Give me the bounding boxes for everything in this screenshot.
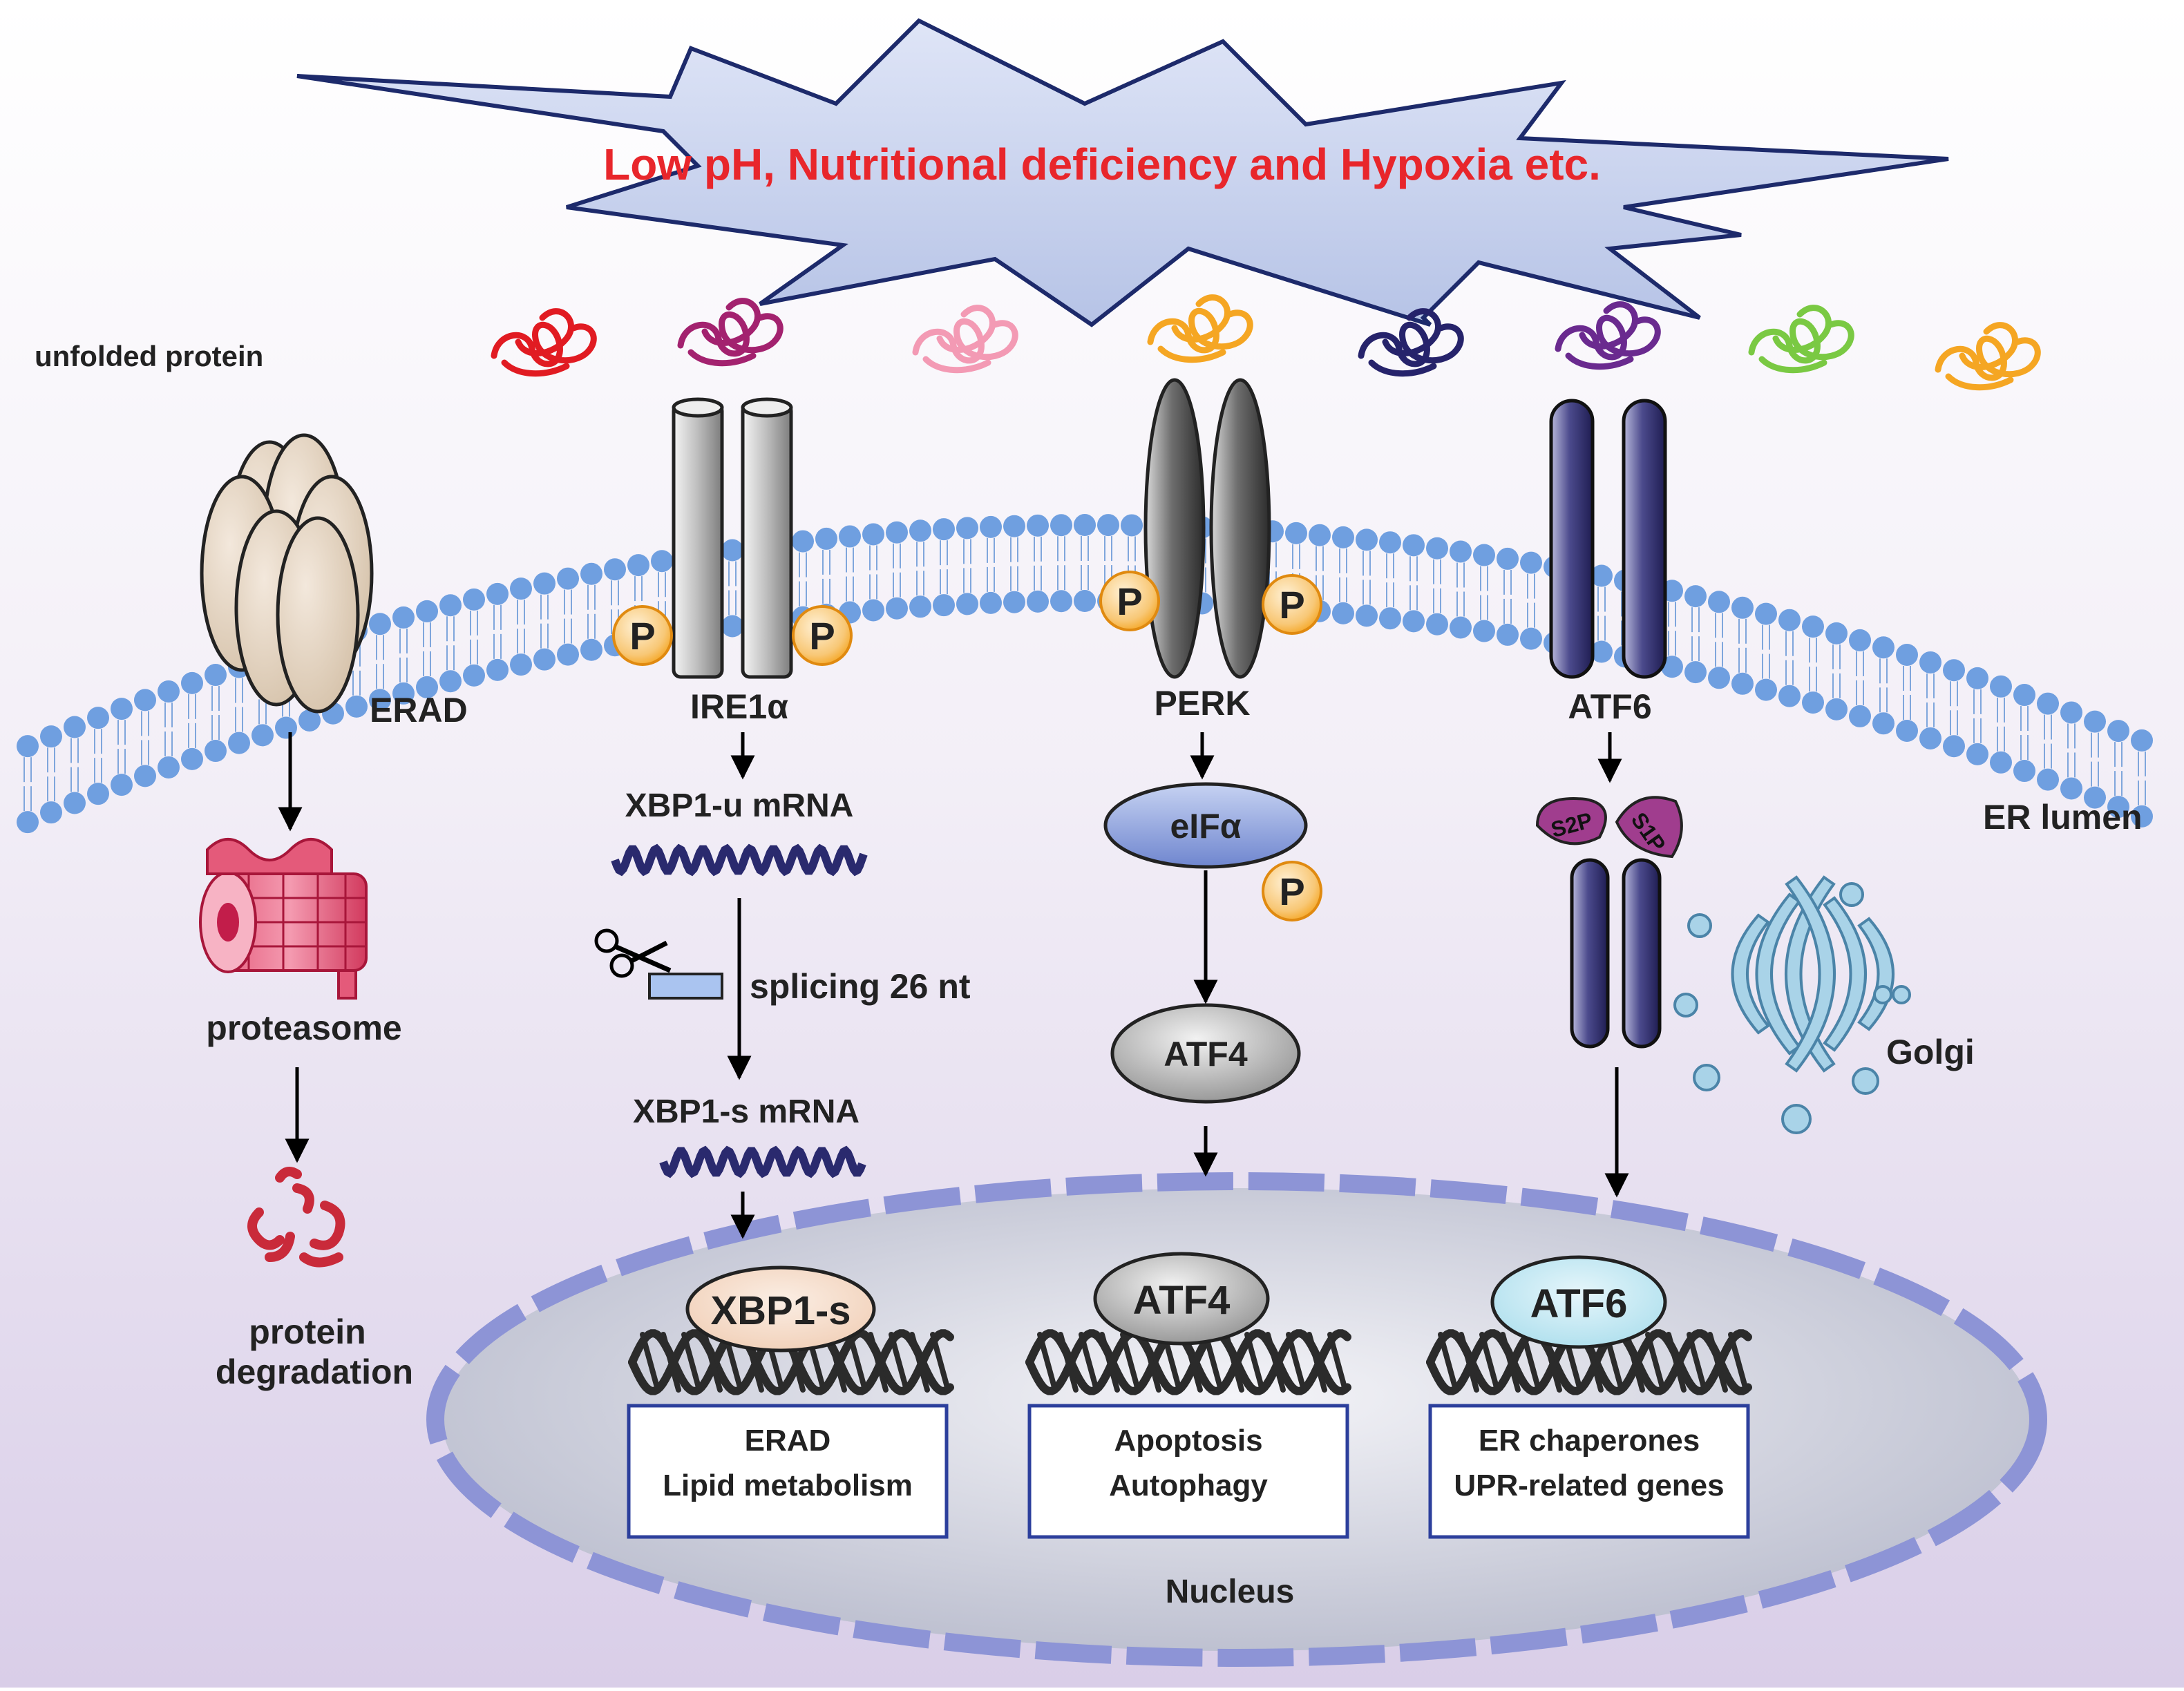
unfolded-protein-3 bbox=[912, 305, 1018, 374]
svg-text:ATF6: ATF6 bbox=[1530, 1281, 1628, 1326]
ire1-phospho-right: P bbox=[792, 605, 853, 666]
xbp1u-label: XBP1-u mRNA bbox=[625, 787, 854, 824]
svg-text:Autophagy: Autophagy bbox=[1109, 1469, 1268, 1502]
stress-starburst: Low pH, Nutritional deficiency and Hypox… bbox=[296, 18, 1949, 327]
svg-text:P: P bbox=[1279, 870, 1304, 913]
eif-phospho: P bbox=[1262, 861, 1322, 921]
ire1-receptor: P P IRE1α bbox=[612, 397, 853, 726]
unfolded-protein-2 bbox=[677, 298, 784, 367]
unfolded-protein-6 bbox=[1555, 301, 1661, 370]
golgi-atf6-processing: S2P S1P bbox=[1535, 796, 1683, 1049]
svg-text:P: P bbox=[1279, 583, 1304, 627]
svg-text:ATF4: ATF4 bbox=[1133, 1278, 1231, 1323]
unfolded-protein-8 bbox=[1935, 322, 2041, 391]
erad-complex: ERAD bbox=[200, 433, 468, 729]
degraded-peptides bbox=[247, 1167, 345, 1268]
perk-label: PERK bbox=[1155, 684, 1251, 723]
ire1-phospho-left: P bbox=[612, 605, 673, 666]
atf6-receptor: ATF6 bbox=[1549, 399, 1667, 726]
degradation-label-line1: protein bbox=[249, 1312, 365, 1351]
dna-strands bbox=[628, 1329, 1752, 1395]
atf6-label: ATF6 bbox=[1568, 687, 1651, 726]
spliced-fragment bbox=[648, 973, 723, 1000]
svg-text:ERAD: ERAD bbox=[745, 1424, 831, 1458]
perk-phospho-left: P bbox=[1099, 571, 1160, 631]
svg-text:XBP1-s: XBP1-s bbox=[710, 1288, 851, 1333]
ire1-label: IRE1α bbox=[690, 687, 788, 726]
golgi-apparatus bbox=[1673, 875, 1911, 1134]
golgi-label: Golgi bbox=[1886, 1033, 1975, 1071]
svg-text:P: P bbox=[1117, 580, 1142, 623]
atf4-cytoplasm: ATF4 bbox=[1110, 1003, 1301, 1104]
stress-text: Low pH, Nutritional deficiency and Hypox… bbox=[603, 140, 1601, 189]
scissors-icon bbox=[594, 928, 672, 978]
unfolded-proteins bbox=[491, 294, 2041, 391]
target-box-atf6: ER chaperones UPR-related genes bbox=[1428, 1404, 1750, 1539]
unfolded-protein-5 bbox=[1358, 308, 1464, 377]
svg-text:Apoptosis: Apoptosis bbox=[1114, 1424, 1262, 1458]
svg-text:UPR-related genes: UPR-related genes bbox=[1454, 1469, 1724, 1502]
nuclear-atf4: ATF4 bbox=[1093, 1252, 1270, 1346]
svg-text:eIFα: eIFα bbox=[1170, 807, 1242, 846]
target-box-xbp1s: ERAD Lipid metabolism bbox=[627, 1404, 949, 1539]
svg-text:P: P bbox=[629, 614, 655, 658]
xbp1s-mrna-wave bbox=[659, 1145, 866, 1178]
unfolded-protein-1 bbox=[491, 308, 597, 377]
dna-helix bbox=[1025, 1329, 1351, 1395]
unfolded-protein-7 bbox=[1748, 305, 1854, 374]
splicing-label: splicing 26 nt bbox=[750, 967, 971, 1006]
xbp1u-mrna-wave bbox=[611, 843, 868, 877]
nucleus-label: Nucleus bbox=[1166, 1574, 1295, 1610]
svg-text:ATF4: ATF4 bbox=[1164, 1035, 1247, 1073]
svg-text:P: P bbox=[809, 614, 835, 658]
target-box-atf4: Apoptosis Autophagy bbox=[1027, 1404, 1349, 1539]
nuclear-xbp1s: XBP1-s bbox=[685, 1265, 876, 1353]
svg-text:Lipid metabolism: Lipid metabolism bbox=[663, 1469, 913, 1502]
perk-receptor: P P PERK bbox=[1099, 378, 1322, 723]
xbp1s-mrna-label: XBP1-s mRNA bbox=[633, 1093, 860, 1130]
eif-alpha: eIFα bbox=[1103, 782, 1308, 869]
erad-label: ERAD bbox=[370, 691, 468, 729]
svg-text:ER chaperones: ER chaperones bbox=[1479, 1424, 1700, 1458]
nuclear-atf6: ATF6 bbox=[1490, 1255, 1667, 1349]
unfolded-protein-4 bbox=[1147, 294, 1253, 363]
proteasome-label: proteasome bbox=[206, 1009, 401, 1047]
er-membrane bbox=[17, 514, 2153, 834]
perk-phospho-right: P bbox=[1262, 574, 1322, 635]
degradation-label-line2: degradation bbox=[216, 1353, 413, 1391]
er-lumen-label: ER lumen bbox=[1983, 798, 2143, 837]
unfolded-protein-label: unfolded protein bbox=[35, 340, 263, 372]
proteasome: proteasome bbox=[199, 838, 402, 1047]
